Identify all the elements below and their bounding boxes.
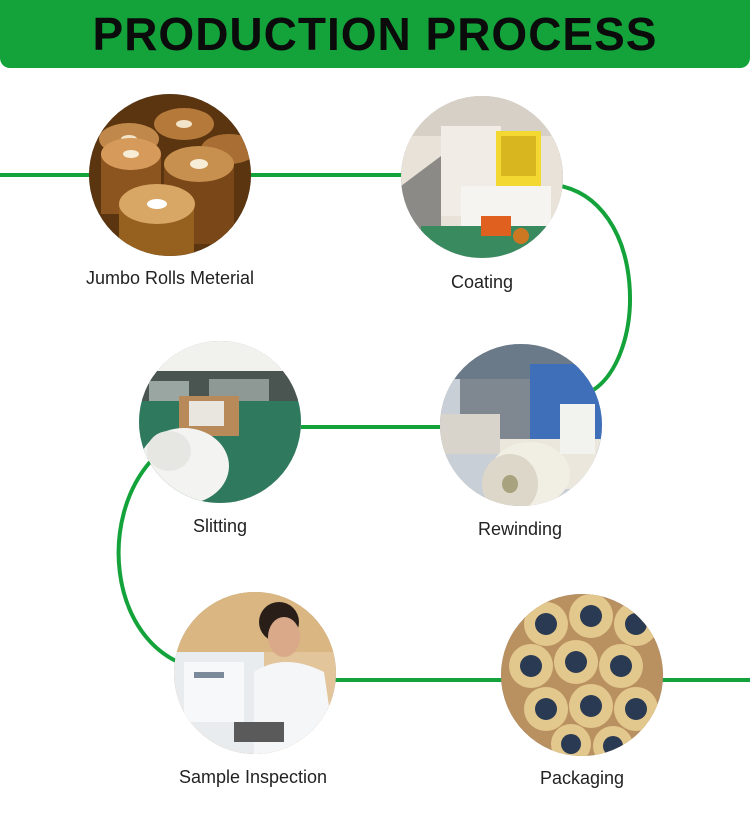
rewinding-machine-photo <box>440 344 602 506</box>
jumbo-rolls-photo <box>89 94 251 256</box>
connector-2-3 <box>555 183 632 394</box>
step-label-rewinding: Rewinding <box>477 519 563 539</box>
slitting-workshop-photo <box>139 341 301 503</box>
packaging-rolls-photo <box>501 594 663 756</box>
step-label-sample-inspection: Sample Inspection <box>178 767 328 787</box>
sample-inspection-photo <box>174 592 336 754</box>
step-label-packaging: Packaging <box>539 768 625 788</box>
title-banner: PRODUCTION PROCESS <box>0 0 750 68</box>
step-label-coating: Coating <box>450 272 514 292</box>
page-title: PRODUCTION PROCESS <box>92 8 658 60</box>
step-label-jumbo-rolls: Jumbo Rolls Meterial <box>85 268 255 288</box>
coating-machine-photo <box>401 96 563 258</box>
step-label-slitting: Slitting <box>192 516 248 536</box>
connector-4-5 <box>116 460 179 664</box>
